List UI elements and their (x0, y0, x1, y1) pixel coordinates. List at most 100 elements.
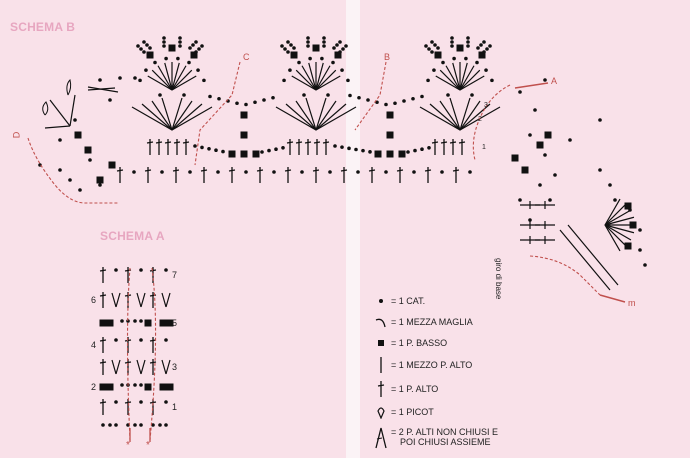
chain-dot (598, 118, 602, 122)
start-mark-star: * (146, 440, 150, 451)
chain-dot (267, 148, 271, 153)
stitch-line (459, 97, 471, 131)
single-crochet (456, 44, 464, 52)
chain-dot (475, 60, 479, 65)
double-crochet-bar (124, 361, 132, 364)
stitch-line (49, 99, 71, 127)
dc2tog-icon (374, 427, 388, 449)
chain-dot (253, 100, 257, 105)
single-crochet (386, 131, 394, 139)
chain-dot (216, 170, 220, 174)
single-crochet (99, 383, 107, 391)
chain-dot (553, 173, 557, 177)
chain-dot (452, 56, 456, 61)
chain-dot (162, 40, 166, 44)
chain-dot (432, 68, 436, 72)
chain-dot (136, 44, 140, 48)
stitch-line (291, 75, 317, 91)
stitch-line (429, 103, 461, 131)
stitch-line (315, 65, 331, 91)
chain-dot (424, 44, 428, 48)
single-crochet (386, 111, 394, 119)
chain-dot (328, 170, 332, 174)
chain-dot (356, 170, 360, 174)
chain-dot (306, 36, 310, 40)
chain-dot (302, 93, 306, 97)
chain-dot (638, 248, 642, 252)
row-6: 6 (91, 295, 97, 305)
single-crochet (108, 161, 116, 169)
double-crochet-bar (164, 141, 172, 144)
chain-dot (196, 68, 200, 72)
double-crochet-bar (99, 401, 107, 404)
chain-dot (420, 147, 424, 151)
chain-dot (58, 138, 62, 142)
chain-dot (271, 95, 275, 100)
stitch-line (604, 224, 635, 234)
chain-dot (281, 146, 285, 150)
stitch-line (111, 359, 117, 375)
chain-dot (78, 188, 82, 192)
chain-dot (292, 46, 296, 50)
chain-dot (314, 86, 318, 90)
chain-dot (244, 170, 248, 174)
double-crochet-bar (256, 169, 264, 172)
chain-dot (335, 43, 339, 47)
stitch-line (419, 106, 461, 131)
legend: = 1 CAT. = 1 MEZZA MAGLIA = 1 P. BASSO =… (374, 290, 574, 455)
chain-dot (488, 44, 492, 48)
chain-dot (300, 170, 304, 174)
chain-dot (326, 93, 330, 97)
single-crochet (159, 319, 167, 327)
single-crochet (252, 150, 260, 158)
chain-dot (139, 423, 143, 427)
chain-dot (139, 268, 143, 272)
row-number-3: 3 (484, 102, 488, 109)
chain-dot (207, 147, 211, 151)
row-1: 1 (172, 402, 178, 412)
row-2: 2 (91, 382, 97, 392)
chain-dot (98, 183, 102, 187)
chain-dot (133, 423, 137, 427)
stitch-line (604, 203, 627, 226)
stitch-line (559, 229, 611, 291)
chain-dot (361, 148, 365, 153)
guide-line (529, 255, 601, 296)
chain-dot (114, 400, 118, 404)
chain-dot (170, 86, 174, 90)
chain-dot (139, 47, 143, 51)
chain-dot (164, 268, 168, 272)
chain-dot (450, 36, 454, 40)
stitch-line (275, 106, 317, 131)
chain-dot (322, 44, 326, 48)
chain-dot (533, 108, 537, 112)
single-crochet (521, 166, 529, 174)
mark-m: m (628, 298, 636, 308)
stitch-line (604, 209, 632, 226)
chain-dot (518, 90, 522, 94)
chain-dot (58, 168, 62, 172)
chain-dot (297, 60, 301, 65)
chain-dot (482, 50, 486, 54)
chain-dot (466, 44, 470, 48)
chain-dot (244, 102, 248, 107)
single-crochet (146, 51, 154, 59)
double-crochet-bar (312, 169, 320, 172)
stitch-line (459, 69, 481, 91)
chain-dot (73, 118, 77, 122)
single-crochet (106, 383, 114, 391)
single-crochet (624, 202, 632, 210)
chain-dot (176, 56, 180, 61)
stitch-line (171, 65, 187, 91)
chain-dot (214, 148, 218, 152)
chain-dot (638, 228, 642, 232)
stitch-line (165, 359, 171, 375)
chain-dot (280, 44, 284, 48)
stitch-line (308, 62, 317, 91)
double-crochet-bar (173, 141, 181, 144)
chain-dot (88, 158, 92, 162)
stitch-line (140, 292, 146, 308)
stitch-line (131, 106, 173, 131)
chain-dot (282, 78, 286, 83)
single-crochet (511, 154, 519, 162)
